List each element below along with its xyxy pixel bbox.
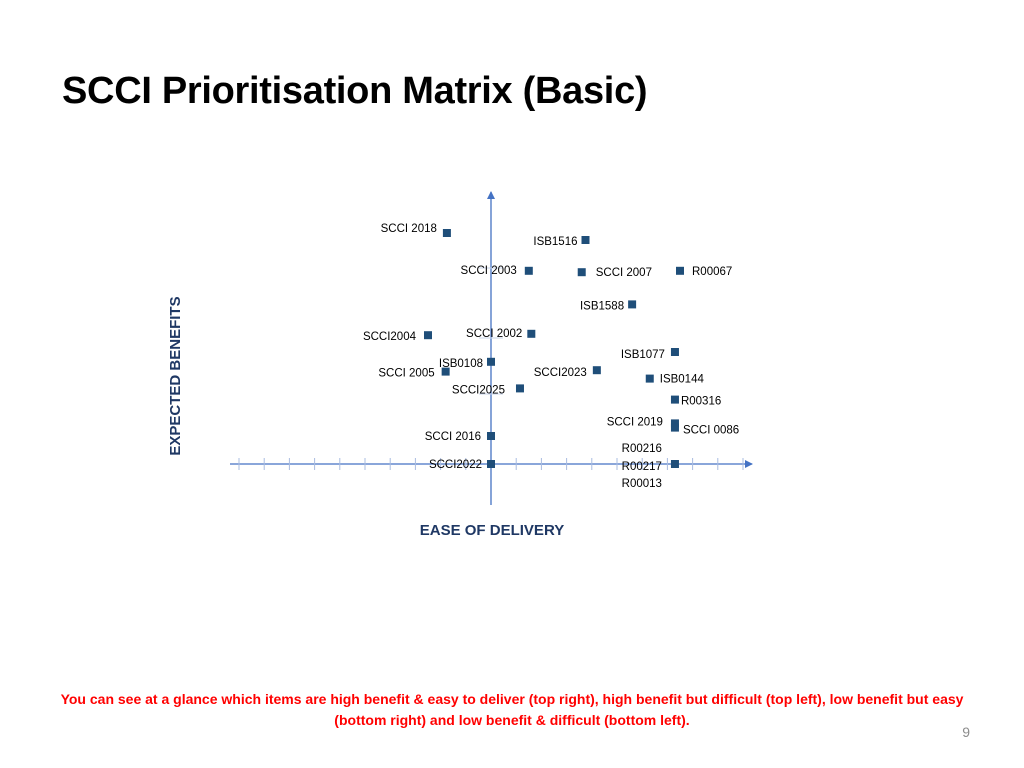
page-number: 9 (962, 724, 970, 740)
slide-title: SCCI Prioritisation Matrix (Basic) (62, 70, 648, 112)
data-point-marker (670, 460, 679, 468)
data-point-marker (577, 268, 586, 277)
data-point-label: ISB1077 (621, 349, 665, 361)
data-point-label: SCCI 2002 (466, 328, 522, 340)
data-point-label: SCCI 2019 (607, 416, 663, 428)
data-point-label: SCCI 2018 (381, 223, 437, 235)
data-point-marker (487, 432, 495, 440)
data-point-label: SCCI2023 (534, 367, 587, 379)
data-point-label: ISB0144 (660, 374, 705, 386)
data-point-marker (487, 460, 495, 468)
data-point-label: R00217 (622, 461, 662, 473)
data-point-label: SCCI 2005 (378, 368, 434, 380)
data-point-marker (670, 348, 679, 356)
data-point-marker (441, 367, 450, 376)
x-axis-title: EASE OF DELIVERY (420, 522, 564, 539)
axes (230, 191, 753, 505)
data-point-marker (645, 374, 654, 383)
data-point-marker (592, 366, 601, 375)
data-point-label: SCCI2004 (363, 331, 417, 343)
data-point-marker (670, 419, 679, 428)
data-point-marker (670, 395, 679, 404)
data-point-label: R00067 (692, 266, 732, 278)
data-point-label: ISB0108 (439, 358, 483, 370)
data-point-marker (527, 329, 536, 338)
data-point-label: SCCI2022 (429, 459, 482, 471)
y-axis-title: EXPECTED BENEFITS (167, 296, 184, 455)
data-point-label: SCCI2025 (452, 384, 505, 396)
data-point-marker (676, 266, 684, 275)
data-point-marker (524, 266, 533, 275)
data-point-marker (442, 229, 451, 237)
data-point-marker (424, 331, 432, 340)
data-point-label: ISB1516 (533, 236, 577, 248)
data-point-marker (487, 357, 495, 366)
data-point-label: SCCI 2003 (461, 265, 517, 277)
data-point-label: SCCI 2007 (596, 267, 652, 279)
data-point-marker (515, 384, 524, 393)
data-point-marker (628, 300, 637, 309)
data-point-label: SCCI 0086 (683, 425, 739, 437)
data-point-label: R00013 (622, 478, 662, 490)
footnote: You can see at a glance which items are … (60, 691, 964, 728)
data-point-label: SCCI 2016 (425, 431, 481, 443)
data-point-label: R00316 (681, 396, 721, 408)
data-point-marker (670, 423, 679, 432)
data-point-label: R00216 (622, 443, 662, 455)
data-point-label: ISB1588 (580, 300, 624, 312)
data-point-marker (581, 236, 590, 244)
